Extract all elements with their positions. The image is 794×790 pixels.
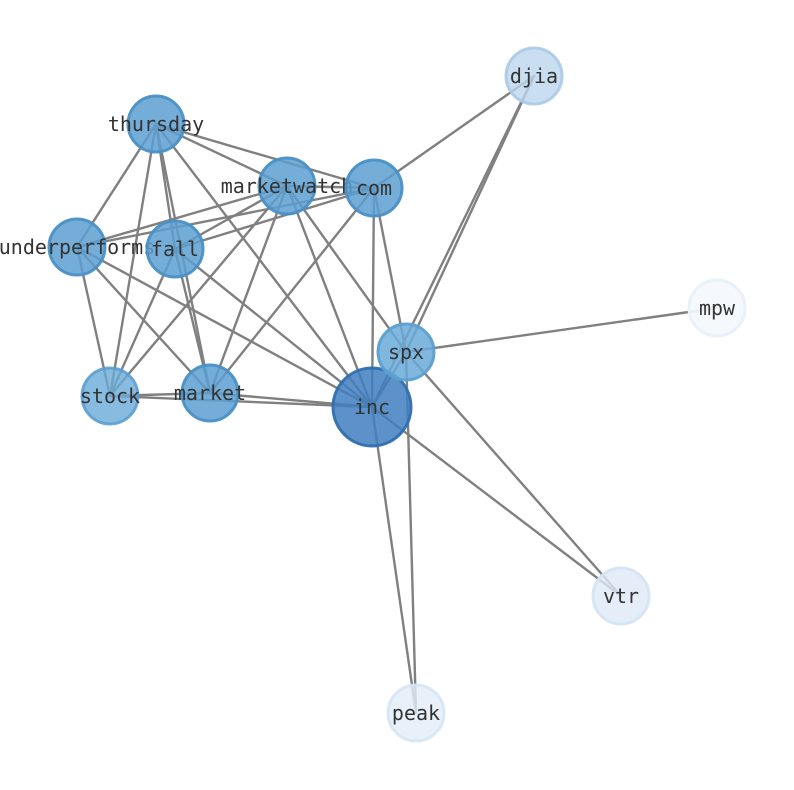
node-label-market: market (174, 381, 246, 405)
node-com: com (344, 158, 404, 218)
node-label-mpw: mpw (699, 296, 736, 320)
node-label-stock: stock (80, 384, 140, 408)
edge-spx-djia (404, 74, 536, 354)
node-vtr: vtr (591, 566, 651, 626)
edge-thursday-com (154, 122, 376, 190)
node-circle-fall (145, 219, 205, 279)
edge-thursday-stock (108, 122, 158, 398)
edge-marketwatch-spx (285, 184, 408, 354)
edge-marketwatch-market (208, 184, 289, 395)
node-marketwatch: marketwatch (221, 156, 353, 216)
node-spx: spx (376, 322, 436, 382)
node-circle-com (344, 158, 404, 218)
edge-marketwatch-underperforms (75, 184, 289, 249)
node-circle-inc (331, 366, 413, 448)
node-fall: fall (145, 219, 205, 279)
edge-marketwatch-stock (108, 184, 289, 398)
edge-spx-mpw (404, 306, 719, 354)
edge-spx-vtr (404, 350, 623, 598)
edge-underperforms-inc (75, 245, 374, 409)
node-label-thursday: thursday (108, 112, 204, 136)
node-peak: peak (386, 683, 446, 743)
node-circle-stock (80, 366, 140, 426)
node-circle-peak (386, 683, 446, 743)
node-label-spx: spx (388, 340, 424, 364)
node-label-djia: djia (510, 64, 558, 88)
node-djia: djia (504, 46, 564, 106)
edge-com-fall (173, 186, 376, 251)
node-inc: inc (331, 366, 413, 448)
node-circle-djia (504, 46, 564, 106)
node-mpw: mpw (687, 278, 747, 338)
node-circle-thursday (126, 94, 186, 154)
node-circle-mpw (687, 278, 747, 338)
node-circle-spx (376, 322, 436, 382)
node-label-com: com (356, 176, 392, 200)
node-circle-marketwatch (257, 156, 317, 216)
node-label-underperforms: underperforms (0, 235, 155, 259)
node-label-marketwatch: marketwatch (221, 174, 353, 198)
edge-thursday-inc (154, 122, 374, 409)
node-circle-vtr (591, 566, 651, 626)
node-underperforms: underperforms (0, 217, 155, 277)
node-label-peak: peak (392, 701, 440, 725)
edge-inc-peak (370, 405, 418, 715)
node-thursday: thursday (108, 94, 204, 154)
node-market: market (174, 363, 246, 423)
edge-com-market (208, 186, 376, 395)
node-label-inc: inc (354, 395, 390, 419)
edge-com-djia (372, 74, 536, 190)
node-circle-market (180, 363, 240, 423)
node-stock: stock (80, 366, 140, 426)
edge-com-underperforms (75, 186, 376, 249)
edge-fall-inc (173, 247, 374, 409)
edges-layer (75, 74, 719, 715)
node-label-fall: fall (151, 237, 199, 261)
node-circle-underperforms (47, 217, 107, 277)
edge-stock-inc (108, 394, 374, 409)
edge-inc-vtr (370, 405, 623, 598)
node-label-vtr: vtr (603, 584, 639, 608)
